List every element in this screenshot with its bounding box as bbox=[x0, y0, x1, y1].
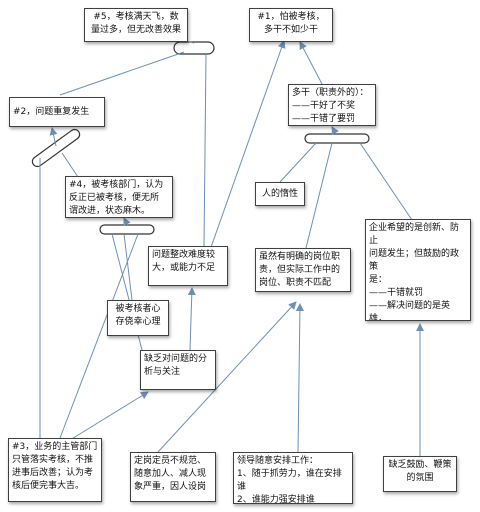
arrow-duogan-to-n1 bbox=[299, 41, 323, 85]
node-n3: #3，业务的主管部门 只管落实考核，不推 进事后改善；认为考 核后便完事大吉。 bbox=[8, 438, 102, 502]
node-duoxing: 人的惰性 bbox=[255, 182, 305, 206]
node-lingdao: 领导随意安排工作： 1、随于抓劳力，谁在安排谁 2、谁能力强安排谁 bbox=[233, 452, 353, 504]
arrow-lingdao-to-gangwei bbox=[295, 303, 304, 453]
arrow-duoxing-to-midoval bbox=[279, 142, 317, 183]
arrow-smalloval-to-n4 bbox=[123, 217, 131, 227]
arrow-leftoval-to-n2 bbox=[49, 127, 58, 147]
arrow-dinggang-to-gangwei bbox=[157, 301, 297, 453]
arrow-n2-to-oval bbox=[59, 51, 185, 96]
junction-oval-mid bbox=[304, 133, 370, 144]
arrow-n3-to-fenxi bbox=[69, 391, 149, 441]
arrow-jiaoxing-to-smalloval bbox=[123, 233, 133, 301]
junction-oval-top bbox=[173, 41, 215, 55]
node-gangwei: 虽然有明确的岗位职 责，但实际工作中的 岗位、职责不匹配 bbox=[255, 248, 351, 292]
node-n4: #4，被考核部门，认为 反正已被考核，便无所 谓改进，状态麻木。 bbox=[65, 176, 173, 218]
node-n2: #2，问题重复发生 bbox=[9, 97, 105, 127]
node-duogan: 多干（职责外的）： ——干好了不奖 ——干错了要罚 bbox=[288, 84, 376, 126]
arrow-n3-to-smalloval bbox=[59, 233, 139, 439]
arrow-qiye-to-midoval bbox=[359, 142, 413, 221]
arrow-fenxi-to-zhenggai bbox=[187, 287, 196, 351]
node-n1: #1，怕被考核， 多干不如少干 bbox=[249, 8, 333, 42]
node-guli: 缺乏鼓励、鞭策 的氛围 bbox=[383, 456, 457, 492]
junction-oval-left bbox=[31, 128, 81, 168]
node-fenxi: 缺乏对问题的分 析与关注 bbox=[140, 350, 216, 390]
node-jiaoxing: 被考核者心 存侥幸心理 bbox=[107, 300, 169, 336]
arrow-zhenggai-to-oval bbox=[203, 53, 207, 247]
arrow-midoval-to-duogan bbox=[331, 126, 339, 136]
node-dinggang: 定岗定员不规范、 随意加人、减人现 象严重，因人设岗 bbox=[130, 452, 216, 502]
junction-oval-small bbox=[99, 224, 155, 235]
arrow-n4-to-leftoval bbox=[61, 152, 81, 181]
node-zhenggai: 问题整改难度较 大，或能力不足 bbox=[148, 246, 228, 286]
arrow-zhenggai-to-n1 bbox=[209, 40, 286, 251]
arrow-gangwei-to-midoval bbox=[305, 142, 333, 249]
node-qiye: 企业希望的是创新、防止 问题发生；但鼓励的政策 是： ——干错就罚 ——解决问题… bbox=[365, 219, 471, 321]
node-n5: #5，考核满天飞，数 量过多，但无改善效果 bbox=[84, 8, 188, 42]
